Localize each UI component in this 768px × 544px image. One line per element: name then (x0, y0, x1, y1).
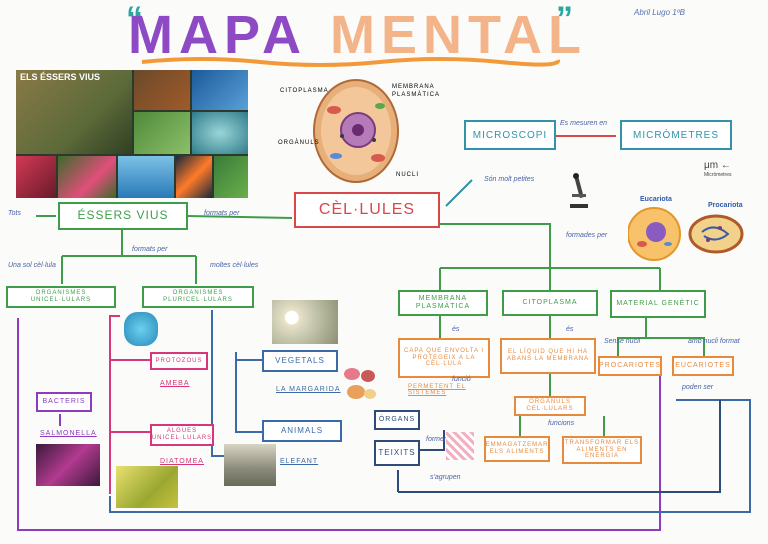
box-algues: ALGUES UNICEL·LULARS (150, 424, 214, 446)
label-permetent: PERMETENT EL SISTEMES (408, 384, 466, 396)
daisy-photo (272, 300, 338, 344)
box-membrana: MEMBRANA PLASMÀTICA (398, 290, 488, 316)
cell-label-nucli: NUCLI (396, 172, 420, 178)
label-margarida: LA MARGARIDA (276, 386, 341, 393)
clownfish-photo (176, 156, 212, 198)
label-um: μm ← (704, 160, 731, 171)
box-vegetals: VEGETALS (262, 350, 338, 372)
note-formats-per-2: formats per (132, 246, 168, 253)
note-poden-ser: poden ser (682, 384, 714, 391)
bacteria-photo (192, 70, 248, 110)
diatom-photo (192, 112, 248, 154)
title-word-mapa: MAPA (128, 5, 307, 65)
diatom-image (116, 466, 178, 508)
flower-photo (16, 156, 56, 198)
title-open-quote: “ (126, 0, 143, 38)
dolphin-photo (118, 156, 174, 198)
cell-label-organuls: ORGÀNULS (278, 140, 320, 146)
note-es-2: és (566, 326, 574, 333)
label-micrometres-small: Micròmetres (704, 172, 732, 178)
note-sense-nucli: Sense nucli (604, 338, 641, 345)
box-organs: ÒRGANS (374, 410, 420, 430)
microscope-icon (570, 173, 588, 208)
note-tots: Tots (8, 210, 21, 217)
note-amb-nucli: amb nucli format (688, 338, 740, 345)
elephant-photo (224, 444, 276, 486)
note-formades-per: formades per (566, 232, 608, 239)
box-emmagatzemar: EMMAGATZEMAR ELS ALIMENTS (484, 436, 550, 462)
note-moltes: moltes cèl·lules (210, 262, 259, 269)
box-bacteris: BACTERIS (36, 392, 92, 412)
box-cellules: CÈL·LULES (294, 192, 440, 228)
box-transformar: TRANSFORMAR ELS ALIMENTS EN ENERGIA (562, 436, 642, 464)
pink-flowers-photo (58, 156, 116, 198)
leopard-photo (16, 70, 132, 154)
cell-label-citoplasma: CITOPLASMA (280, 88, 329, 94)
label-elefant: ELEFANT (280, 458, 319, 465)
note-sagrupen: s'agrupen (430, 474, 461, 481)
box-capa: CAPA QUE ENVOLTA I PROTEGEIX A LA CÈL·LU… (398, 338, 490, 378)
title-underline (141, 57, 560, 67)
organs-illustration (344, 368, 376, 399)
note-formen: formen (426, 436, 448, 443)
box-citoplasma: CITOPLASMA (502, 290, 598, 316)
label-ameba: AMEBA (160, 380, 190, 387)
label-diatomea: DIATOMEA (160, 458, 204, 465)
note-formats-per: formats per (204, 210, 240, 217)
title-word-mental: MENTAL (330, 5, 587, 65)
spider-photo (134, 70, 190, 110)
box-eucariotes: EUCARIOTES (672, 356, 734, 376)
note-es-1: és (452, 326, 460, 333)
box-liquid: EL LÍQUID QUE HI HA ABANS LA MEMBRANA (500, 338, 596, 374)
leaf-photo (134, 112, 190, 154)
box-microscopi: MICROSCOPI (464, 120, 556, 150)
cell-label-membrana: MEMBRANA PLASMÀTICA (392, 84, 441, 98)
label-procariota: Procariota (708, 202, 743, 209)
collage-title: ELS ÉSSERS VIUS (20, 72, 101, 82)
ameba-image (124, 312, 158, 346)
salmonella-photo (36, 444, 100, 486)
cell-types-diagram (628, 207, 744, 261)
plant-photo (214, 156, 248, 198)
box-essers-vius: ÉSSERS VIUS (58, 202, 188, 230)
title-close-quote: ” (556, 0, 573, 38)
note-son-molt: Són molt petites (484, 176, 535, 183)
box-procariotes: PROCARIOTES (598, 356, 662, 376)
box-organuls-cellulars: ORGÀNULS CEL·LULARS (514, 396, 586, 416)
box-pluricellulars: ORGANISMES PLURICEL·LULARS (142, 286, 254, 308)
box-animals: ANIMALS (262, 420, 342, 442)
box-micrometres: MICRÒMETRES (620, 120, 732, 150)
box-material-genetic: MATERIAL GENÈTIC (610, 290, 706, 318)
label-salmonella: SALMONELLA (40, 430, 97, 437)
note-funcio-2: funcions (548, 420, 575, 427)
box-protozous: PROTOZOUS (150, 352, 208, 370)
note-un-sol: Una sol cèl·lula (8, 262, 56, 269)
cell-illustration (313, 79, 399, 183)
note-es-mesuren: Es mesuren en (560, 120, 608, 127)
tissue-image (446, 432, 474, 460)
note-funcio-1: funció (452, 376, 471, 383)
box-teixits: TEIXITS (374, 440, 420, 466)
box-unicellulars: ORGANISMES UNICEL·LULARS (6, 286, 116, 308)
label-eucariota: Eucariota (640, 196, 672, 203)
signature: Abril Lugo 1ºB (634, 8, 685, 17)
living-beings-collage (16, 70, 248, 198)
